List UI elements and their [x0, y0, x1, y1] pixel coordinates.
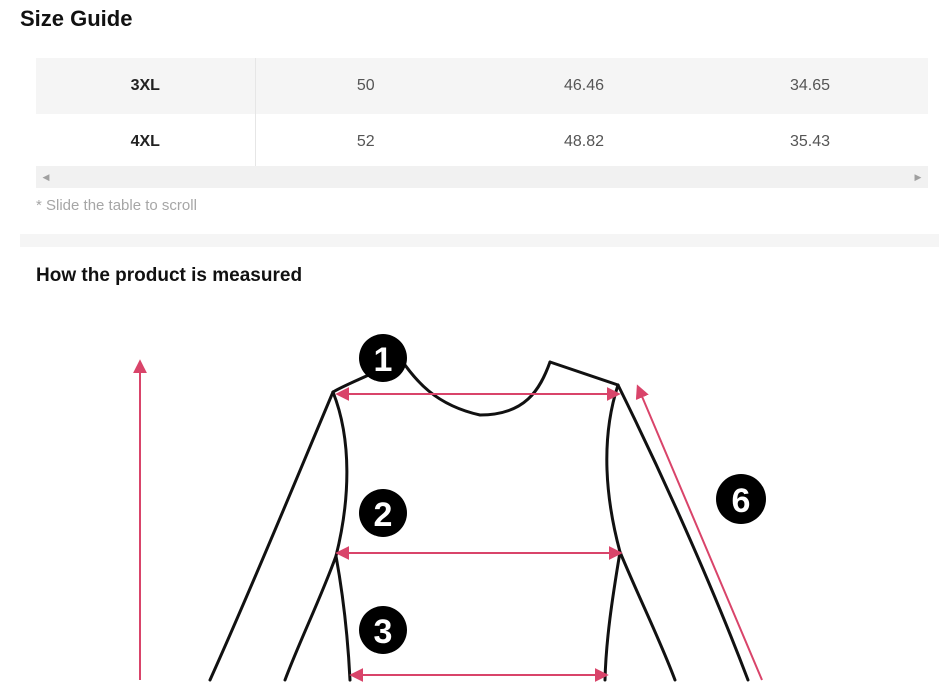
marker-6: 6 — [716, 474, 766, 524]
page-title: Size Guide — [20, 6, 133, 31]
table-cell: 50 — [255, 58, 476, 114]
table-cell: 46.46 — [476, 58, 692, 114]
measurement-lines — [133, 359, 763, 682]
scroll-hint: * Slide the table to scroll — [36, 197, 197, 214]
right-sleeve-inner-path — [618, 550, 677, 682]
section-divider — [20, 234, 939, 247]
marker-3: 3 — [359, 606, 407, 654]
left-sleeve-inner-path — [283, 554, 338, 682]
table-cell: 34.65 — [692, 58, 928, 114]
table-horizontal-scrollbar[interactable]: ◀ ▶ — [36, 166, 928, 188]
right-body-path — [603, 383, 622, 682]
marker-2: 2 — [359, 489, 407, 537]
caret-right-icon[interactable]: ▶ — [914, 172, 922, 182]
right-shoulder-path — [548, 360, 620, 387]
table-cell: 35.43 — [692, 114, 928, 170]
right-sleeve-outer-path — [616, 383, 750, 682]
size-table-container[interactable]: 3XL 50 46.46 34.65 4XL 52 48.82 35.43 — [36, 58, 928, 170]
caret-left-icon[interactable]: ◀ — [42, 172, 50, 182]
section-title: How the product is measured — [36, 265, 303, 286]
table-cell: 52 — [255, 114, 476, 170]
size-cell: 4XL — [36, 114, 256, 170]
marker-1-label: 1 — [374, 341, 393, 379]
marker-1: 1 — [359, 334, 407, 382]
garment-outline — [208, 356, 750, 682]
size-table: 3XL 50 46.46 34.65 4XL 52 48.82 35.43 — [36, 58, 928, 170]
left-body-path — [331, 390, 352, 682]
left-sleeve-outer-path — [208, 390, 335, 682]
marker-3-label: 3 — [374, 613, 393, 651]
marker-6-label: 6 — [732, 482, 751, 520]
garment-measurement-diagram: 1 2 3 6 — [133, 334, 766, 682]
neckline-path — [398, 356, 552, 417]
table-cell: 48.82 — [476, 114, 692, 170]
marker-2-label: 2 — [374, 496, 393, 534]
sleeve-measure-line — [635, 384, 763, 681]
table-row: 3XL 50 46.46 34.65 — [36, 58, 928, 114]
size-cell: 3XL — [36, 58, 256, 114]
table-row: 4XL 52 48.82 35.43 — [36, 114, 928, 170]
